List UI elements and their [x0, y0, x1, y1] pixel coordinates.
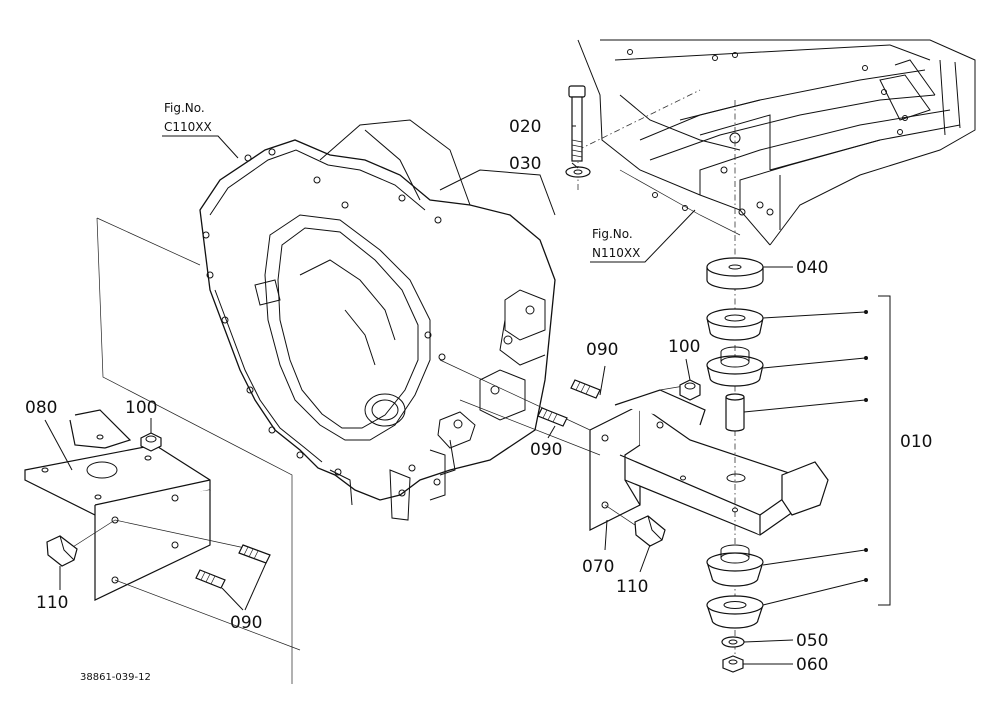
callout-060: 060 — [796, 655, 828, 675]
figure-ref-code: C110XX — [164, 120, 212, 134]
stud-090-left-b — [195, 569, 226, 589]
callout-labels: 020 030 040 010 050 060 090 090 100 070 … — [25, 117, 932, 675]
callout-010: 010 — [900, 432, 932, 452]
stud-090-left-a — [238, 544, 271, 564]
washer-050 — [721, 636, 745, 648]
leader-lines — [44, 125, 891, 665]
mount-cup-lower — [706, 595, 764, 629]
clutch-housing — [199, 119, 556, 521]
callout-070: 070 — [582, 557, 614, 577]
mount-bushing-upper — [706, 346, 764, 387]
figure-ref-c110xx: Fig.No. C110XX — [162, 101, 239, 159]
bolt-020 — [568, 85, 586, 162]
callout-100-left: 100 — [125, 398, 157, 418]
figure-ref-label: Fig.No. — [164, 101, 205, 115]
stud-090-middle — [537, 407, 568, 427]
callout-110-right: 110 — [616, 577, 648, 597]
stud-090-upper — [570, 379, 601, 399]
callout-020: 020 — [509, 117, 541, 137]
mount-collar — [725, 393, 745, 432]
bolt-110-left — [46, 535, 78, 567]
right-bracket-070 — [589, 389, 829, 536]
callout-090-left: 090 — [230, 613, 262, 633]
tractor-frame — [577, 39, 976, 246]
callout-090-upper: 090 — [586, 340, 618, 360]
nut-100-right — [679, 379, 701, 401]
left-bracket-080 — [24, 409, 211, 601]
mount-cup-upper — [706, 308, 764, 341]
mount-bushing-lower — [706, 544, 764, 587]
washer-030 — [565, 166, 591, 178]
callout-080: 080 — [25, 398, 57, 418]
callout-100-right: 100 — [668, 337, 700, 357]
figure-ref-label: Fig.No. — [592, 227, 633, 241]
callout-040: 040 — [796, 258, 828, 278]
rubber-pad-040 — [706, 257, 764, 290]
drawing-code: 38861-039-12 — [80, 672, 151, 683]
callout-030: 030 — [509, 154, 541, 174]
figure-ref-n110xx: Fig.No. N110XX — [590, 209, 696, 263]
callout-090-middle: 090 — [530, 440, 562, 460]
callout-110-left: 110 — [36, 593, 68, 613]
nut-060 — [722, 655, 744, 673]
figure-ref-code: N110XX — [592, 246, 640, 260]
callout-050: 050 — [796, 631, 828, 651]
bolt-110-right — [634, 515, 666, 547]
